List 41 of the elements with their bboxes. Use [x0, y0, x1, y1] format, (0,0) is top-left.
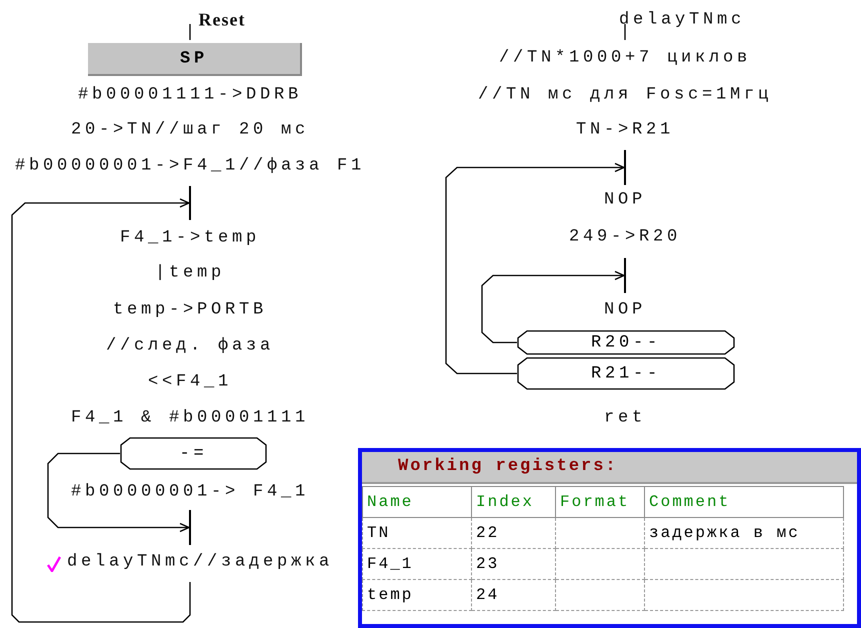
code-line: <<F4_1	[148, 372, 232, 392]
entry-label: delayTNmc	[619, 10, 745, 30]
column-header: Format	[560, 493, 630, 511]
register-index: 24	[476, 586, 500, 604]
register-index: 22	[476, 524, 500, 542]
column-header: Comment	[649, 493, 730, 511]
loop-arrow	[11, 198, 191, 623]
entry-label: Reset	[198, 10, 246, 30]
block-label: SP	[180, 49, 208, 68]
code-line: NOP	[604, 190, 646, 210]
condition-text: R20--	[591, 333, 661, 352]
register-comment: задержка в мс	[649, 524, 800, 542]
code-line: ret	[604, 408, 646, 428]
code-line: |temp	[155, 264, 225, 282]
register-name: temp	[367, 586, 414, 604]
column-header: Name	[367, 493, 414, 511]
panel-title: Working registers:	[398, 457, 618, 476]
code-comment: //TN мс для Fosc=1Мгц	[478, 86, 772, 104]
loop-arrow	[481, 270, 625, 344]
code-line: #b00000001->F4_1//фаза F1	[14, 156, 366, 176]
loop-arrow	[445, 162, 625, 374]
code-line: #b00001111->DDRB	[78, 86, 302, 104]
loop-arrow	[47, 452, 190, 532]
register-index: 23	[476, 555, 500, 573]
register-name: TN	[367, 524, 390, 542]
code-line: 249->R20	[569, 228, 681, 246]
code-line: NOP	[604, 300, 646, 320]
code-line: temp->PORTB	[112, 300, 268, 320]
code-comment: //след. фаза	[106, 336, 274, 356]
code-line: #b00000001-> F4_1	[70, 482, 310, 502]
register-name: F4_1	[367, 555, 414, 573]
condition-text: R21--	[591, 364, 661, 383]
code-line: delayTNmc//задержка	[66, 552, 334, 572]
start-block	[88, 43, 302, 76]
code-line: F4_1->temp	[120, 228, 260, 248]
code-line: TN->R21	[576, 120, 674, 140]
column-header: Index	[476, 493, 534, 511]
code-line: F4_1 & #b00001111	[70, 408, 310, 428]
code-comment: //TN*1000+7 циклов	[498, 48, 752, 68]
condition-text: -=	[180, 444, 208, 463]
code-line: 20->TN//шаг 20 мс	[70, 120, 310, 140]
